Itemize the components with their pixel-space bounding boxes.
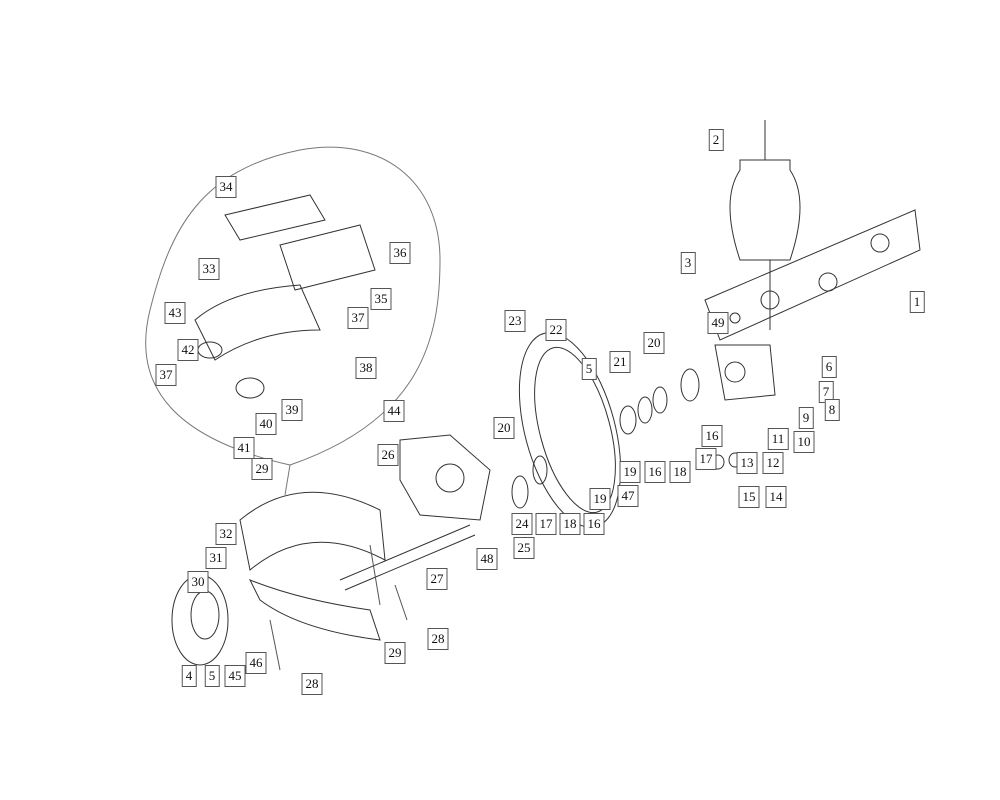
part-label-46: 46 xyxy=(245,652,267,674)
part-label-2: 2 xyxy=(708,129,724,151)
part-label-18: 18 xyxy=(669,461,691,483)
brake-chamber xyxy=(729,159,801,261)
part-label-17: 17 xyxy=(535,513,557,535)
part-label-34: 34 xyxy=(215,176,237,198)
camshaft xyxy=(339,524,476,591)
lining-35 xyxy=(279,224,376,291)
bracket xyxy=(714,344,776,401)
shoe-33 xyxy=(194,284,321,361)
part-label-11: 11 xyxy=(767,428,789,450)
seals-bearings xyxy=(511,368,742,509)
part-label-25: 25 xyxy=(513,537,535,559)
part-label-30: 30 xyxy=(187,571,209,593)
part-label-32: 32 xyxy=(215,523,237,545)
part-label-19: 19 xyxy=(619,461,641,483)
part-label-28: 28 xyxy=(427,628,449,650)
part-label-21: 21 xyxy=(609,351,631,373)
part-label-43: 43 xyxy=(164,302,186,324)
spider-plate xyxy=(399,434,491,521)
part-label-14: 14 xyxy=(765,486,787,508)
part-label-1: 1 xyxy=(909,291,925,313)
part-label-17: 17 xyxy=(695,448,717,470)
part-label-3: 3 xyxy=(680,252,696,274)
axle-beam xyxy=(704,209,921,341)
part-label-6: 6 xyxy=(821,356,837,378)
part-label-10: 10 xyxy=(793,431,815,453)
part-label-18: 18 xyxy=(559,513,581,535)
part-label-16: 16 xyxy=(583,513,605,535)
part-label-22: 22 xyxy=(545,319,567,341)
part-label-26: 26 xyxy=(377,444,399,466)
part-label-13: 13 xyxy=(736,452,758,474)
part-label-5: 5 xyxy=(204,665,220,687)
part-label-5: 5 xyxy=(581,358,597,380)
part-label-45: 45 xyxy=(224,665,246,687)
part-label-37: 37 xyxy=(155,364,177,386)
part-label-41: 41 xyxy=(233,437,255,459)
part-label-48: 48 xyxy=(476,548,498,570)
part-label-28: 28 xyxy=(301,673,323,695)
part-label-42: 42 xyxy=(177,339,199,361)
lining-34 xyxy=(224,194,326,241)
part-label-44: 44 xyxy=(383,400,405,422)
part-label-33: 33 xyxy=(198,258,220,280)
part-label-29: 29 xyxy=(251,458,273,480)
spring-28 xyxy=(269,544,408,671)
part-label-4: 4 xyxy=(181,665,197,687)
part-label-16: 16 xyxy=(701,425,723,447)
part-label-16: 16 xyxy=(644,461,666,483)
part-label-39: 39 xyxy=(281,399,303,421)
part-label-24: 24 xyxy=(511,513,533,535)
part-label-31: 31 xyxy=(205,547,227,569)
part-label-7: 7 xyxy=(818,381,834,403)
part-label-38: 38 xyxy=(355,357,377,379)
part-label-36: 36 xyxy=(389,242,411,264)
part-label-49: 49 xyxy=(707,312,729,334)
part-label-37: 37 xyxy=(347,307,369,329)
brake-shoe-lower xyxy=(248,579,381,641)
part-label-29: 29 xyxy=(384,642,406,664)
part-label-20: 20 xyxy=(643,332,665,354)
part-label-47: 47 xyxy=(617,485,639,507)
part-label-35: 35 xyxy=(370,288,392,310)
part-label-8: 8 xyxy=(824,399,840,421)
detail-callout-outline xyxy=(145,146,441,466)
part-label-27: 27 xyxy=(426,568,448,590)
part-label-20: 20 xyxy=(493,417,515,439)
part-label-15: 15 xyxy=(738,486,760,508)
brake-shoe-upper xyxy=(239,491,386,571)
part-label-40: 40 xyxy=(255,413,277,435)
part-label-23: 23 xyxy=(504,310,526,332)
part-label-19: 19 xyxy=(589,488,611,510)
part-label-12: 12 xyxy=(762,452,784,474)
part-label-9: 9 xyxy=(798,407,814,429)
